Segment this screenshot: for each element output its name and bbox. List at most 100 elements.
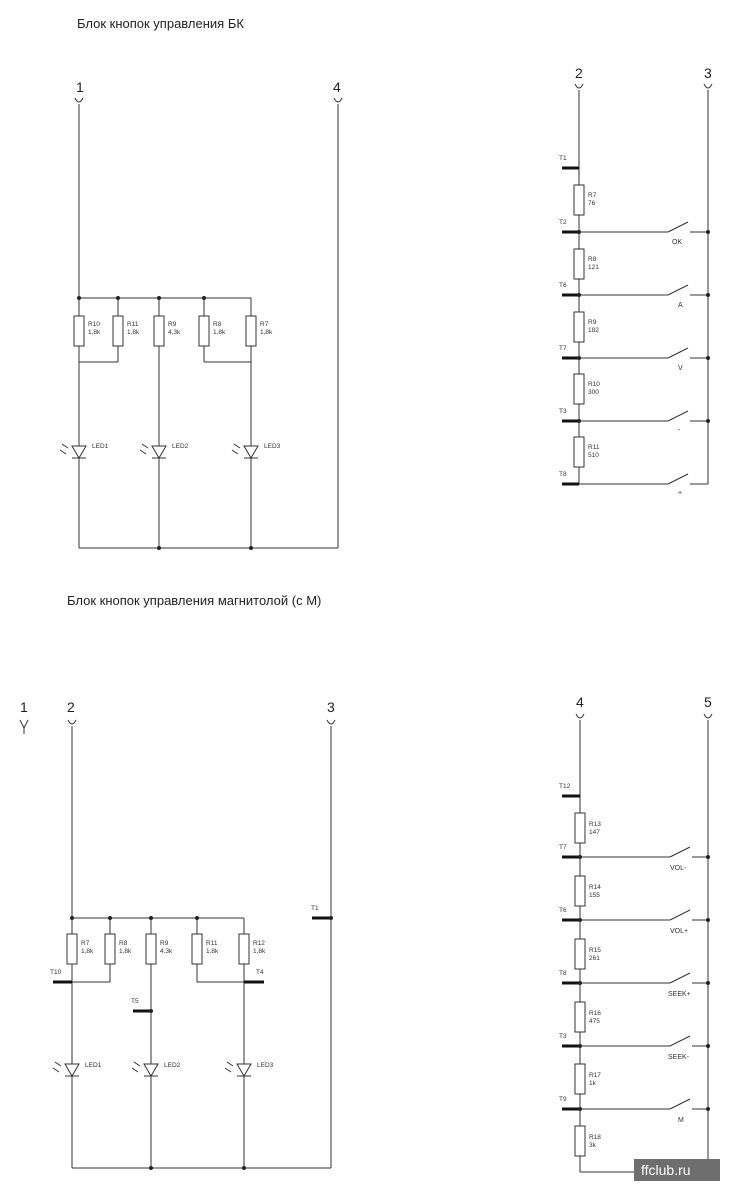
label-seek-plus: SEEK+ [668, 991, 691, 998]
bl-r7: R7 [81, 940, 90, 947]
tr-r7-val: 76 [588, 200, 596, 207]
r8-label: R8 [213, 321, 222, 328]
switch-m [580, 1098, 708, 1110]
terminal-4: 4 [333, 79, 341, 95]
tr-r9: R9 [588, 319, 597, 326]
label-seek-minus: SEEK- [668, 1054, 690, 1061]
terminal-2: 2 [575, 65, 583, 81]
r8-value: 1,8k [213, 329, 226, 336]
terminal-1-connector [74, 97, 84, 103]
b-led3-label: LED3 [257, 1062, 274, 1069]
br-tp-t3: T3 [559, 1033, 567, 1040]
bl-r11-val: 1,8k [206, 948, 219, 955]
terminal-1: 1 [76, 79, 84, 95]
b-led1-icon [52, 1061, 80, 1077]
watermark: ffclub.ru [641, 1162, 691, 1178]
switch-ok [579, 221, 708, 233]
br-r18-val: 3k [589, 1142, 597, 1149]
br-r16-val: 475 [589, 1018, 600, 1025]
tr-r9-val: 182 [588, 327, 599, 334]
r9-value: 4,3k [168, 329, 181, 336]
bl-r12-val: 1,8k [253, 948, 266, 955]
r10-value: 1,8k [88, 329, 101, 336]
terminal-4-connector [333, 97, 343, 103]
label-a: A [678, 302, 683, 309]
title-bottom: Блок кнопок управления магнитолой (с М) [67, 593, 321, 608]
bl-r9: R9 [160, 940, 169, 947]
b-terminal-3: 3 [327, 699, 335, 715]
b-led1-label: LED1 [85, 1062, 102, 1069]
tr-r11-val: 510 [588, 452, 599, 459]
b-terminal-5: 5 [704, 694, 712, 710]
top-right-circuit: 2 3 T1 T2 T6 T7 T3 T8 R7 76 R8 121 R9 18… [559, 65, 713, 497]
tp-t3: T3 [559, 408, 567, 415]
br-tp-t12: T12 [559, 783, 571, 790]
switch-seek-minus [580, 1035, 708, 1047]
bl-tp-t5: T5 [131, 998, 139, 1005]
tr-r8: R8 [588, 256, 597, 263]
tp-t8: T8 [559, 471, 567, 478]
switch-vol-minus [580, 846, 708, 858]
br-r15: R15 [589, 947, 601, 954]
top-left-circuit: 1 4 R10 1,8k R11 1,8k R9 4,3k R8 1,8k R7… [59, 79, 343, 550]
tr-r11: R11 [588, 444, 600, 451]
watermark-bg [634, 1159, 720, 1181]
bl-r12: R12 [253, 940, 265, 947]
bl-r11: R11 [206, 940, 218, 947]
led1-label: LED1 [92, 443, 109, 450]
led2-label: LED2 [172, 443, 189, 450]
led2-icon [139, 443, 167, 459]
bl-r8-val: 1,8k [119, 948, 132, 955]
br-r14-val: 155 [589, 892, 600, 899]
br-r18: R18 [589, 1134, 601, 1141]
bl-r7-val: 1,8k [81, 948, 94, 955]
resistor-r10 [73, 315, 85, 347]
resistor-r8 [198, 315, 210, 347]
br-tp-t7: T7 [559, 844, 567, 851]
tr-r8-val: 121 [588, 264, 599, 271]
bl-r8: R8 [119, 940, 128, 947]
bl-tp-t1: T1 [311, 905, 319, 912]
led3-icon [231, 443, 259, 459]
br-r16: R16 [589, 1010, 601, 1017]
r10-label: R10 [88, 321, 100, 328]
bottom-right-circuit: 4 5 T12 T7 T6 T8 T3 T9 R13 147 R14 155 R… [559, 694, 713, 1173]
switch-a [579, 284, 708, 296]
tp-t7: T7 [559, 345, 567, 352]
tr-r10: R10 [588, 381, 600, 388]
label-vol-plus: VOL+ [670, 928, 688, 935]
resistor-r7 [245, 315, 257, 347]
b-terminal-4: 4 [576, 694, 584, 710]
label-vol-minus: VOL- [670, 865, 687, 872]
resistor-r11 [112, 315, 124, 347]
label-v: V [678, 365, 683, 372]
title-top: Блок кнопок управления БК [77, 16, 244, 31]
b-led3-icon [224, 1061, 252, 1077]
br-tp-t9: T9 [559, 1096, 567, 1103]
b-terminal-2: 2 [67, 699, 75, 715]
br-r15-val: 261 [589, 955, 600, 962]
r7-label: R7 [260, 321, 269, 328]
tp-t6: T6 [559, 282, 567, 289]
label-plus: + [678, 490, 682, 497]
r9-label: R9 [168, 321, 177, 328]
b-led2-label: LED2 [164, 1062, 181, 1069]
tr-r10-val: 300 [588, 389, 599, 396]
bl-r9-val: 4,3k [160, 948, 173, 955]
r7-value: 1,8k [260, 329, 273, 336]
br-r13: R13 [589, 821, 601, 828]
label-m: M [678, 1117, 684, 1124]
br-tp-t8: T8 [559, 970, 567, 977]
br-r17-val: 1k [589, 1080, 597, 1087]
switch-v [579, 347, 708, 359]
led3-label: LED3 [264, 443, 281, 450]
tp-t2: T2 [559, 219, 567, 226]
label-ok: OK [672, 239, 682, 246]
bottom-left-circuit: 1 2 3 R7 1,8k R8 1,8k R9 4,3k R11 1,8k R… [19, 699, 336, 1170]
bl-tp-t4: T4 [256, 969, 264, 976]
tp-t1: T1 [559, 155, 567, 162]
switch-vol-plus [580, 909, 708, 921]
r11-value: 1,8k [127, 329, 140, 336]
label-minus: - [678, 427, 681, 434]
